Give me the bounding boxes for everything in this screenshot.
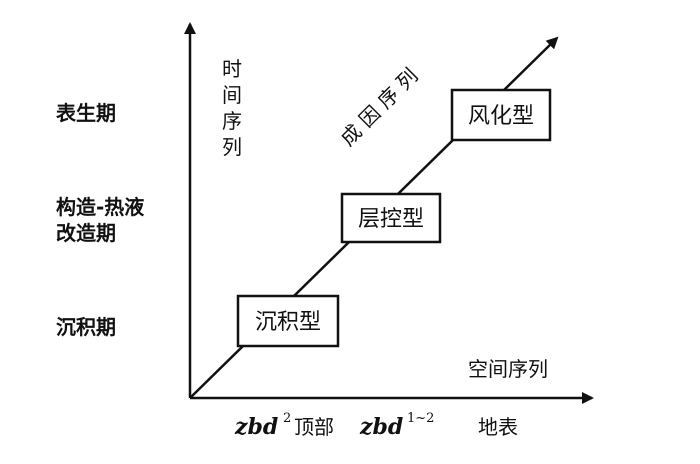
x-tick-zbd2-suffix: 顶部: [294, 415, 334, 439]
x-tick-surface: 地表: [478, 415, 518, 439]
x-tick-zbd2-main: zbd: [234, 414, 278, 440]
stage-label-tectonic-line1: 构造-热液: [56, 195, 145, 219]
x-tick-zbd12-sup: 1~2: [407, 411, 434, 426]
stage-label-tectonic-line2: 改造期: [56, 221, 116, 245]
box-weathering-label: 风化型: [468, 104, 534, 129]
y-title-char-3: 序: [222, 109, 242, 133]
box-weathering-type: 风化型: [450, 88, 552, 142]
x-tick-zbd2-sup: 2: [283, 411, 291, 426]
stage-label-sedimentary: 沉积期: [56, 315, 116, 339]
stage-label-supergene: 表生期: [56, 101, 116, 125]
x-tick-zbd12-main: zbd: [359, 414, 403, 440]
y-title-char-2: 间: [222, 83, 242, 107]
box-sedimentary-label: 沉积型: [255, 310, 321, 335]
box-sedimentary-type: 沉积型: [236, 294, 340, 348]
diagonal-title: 成 因 序 列: [336, 64, 423, 151]
box-stratabound-label: 层控型: [358, 207, 424, 232]
y-title-char-1: 时: [222, 57, 242, 81]
x-tick-zbd2: zbd 2 顶部: [234, 411, 334, 440]
box-stratabound-type: 层控型: [340, 192, 442, 244]
x-tick-zbd12: zbd 1~2: [359, 411, 434, 440]
x-axis-title: 空间序列: [468, 357, 548, 381]
y-title-char-4: 列: [222, 135, 242, 159]
y-axis-title: 时 间 序 列: [222, 57, 242, 159]
